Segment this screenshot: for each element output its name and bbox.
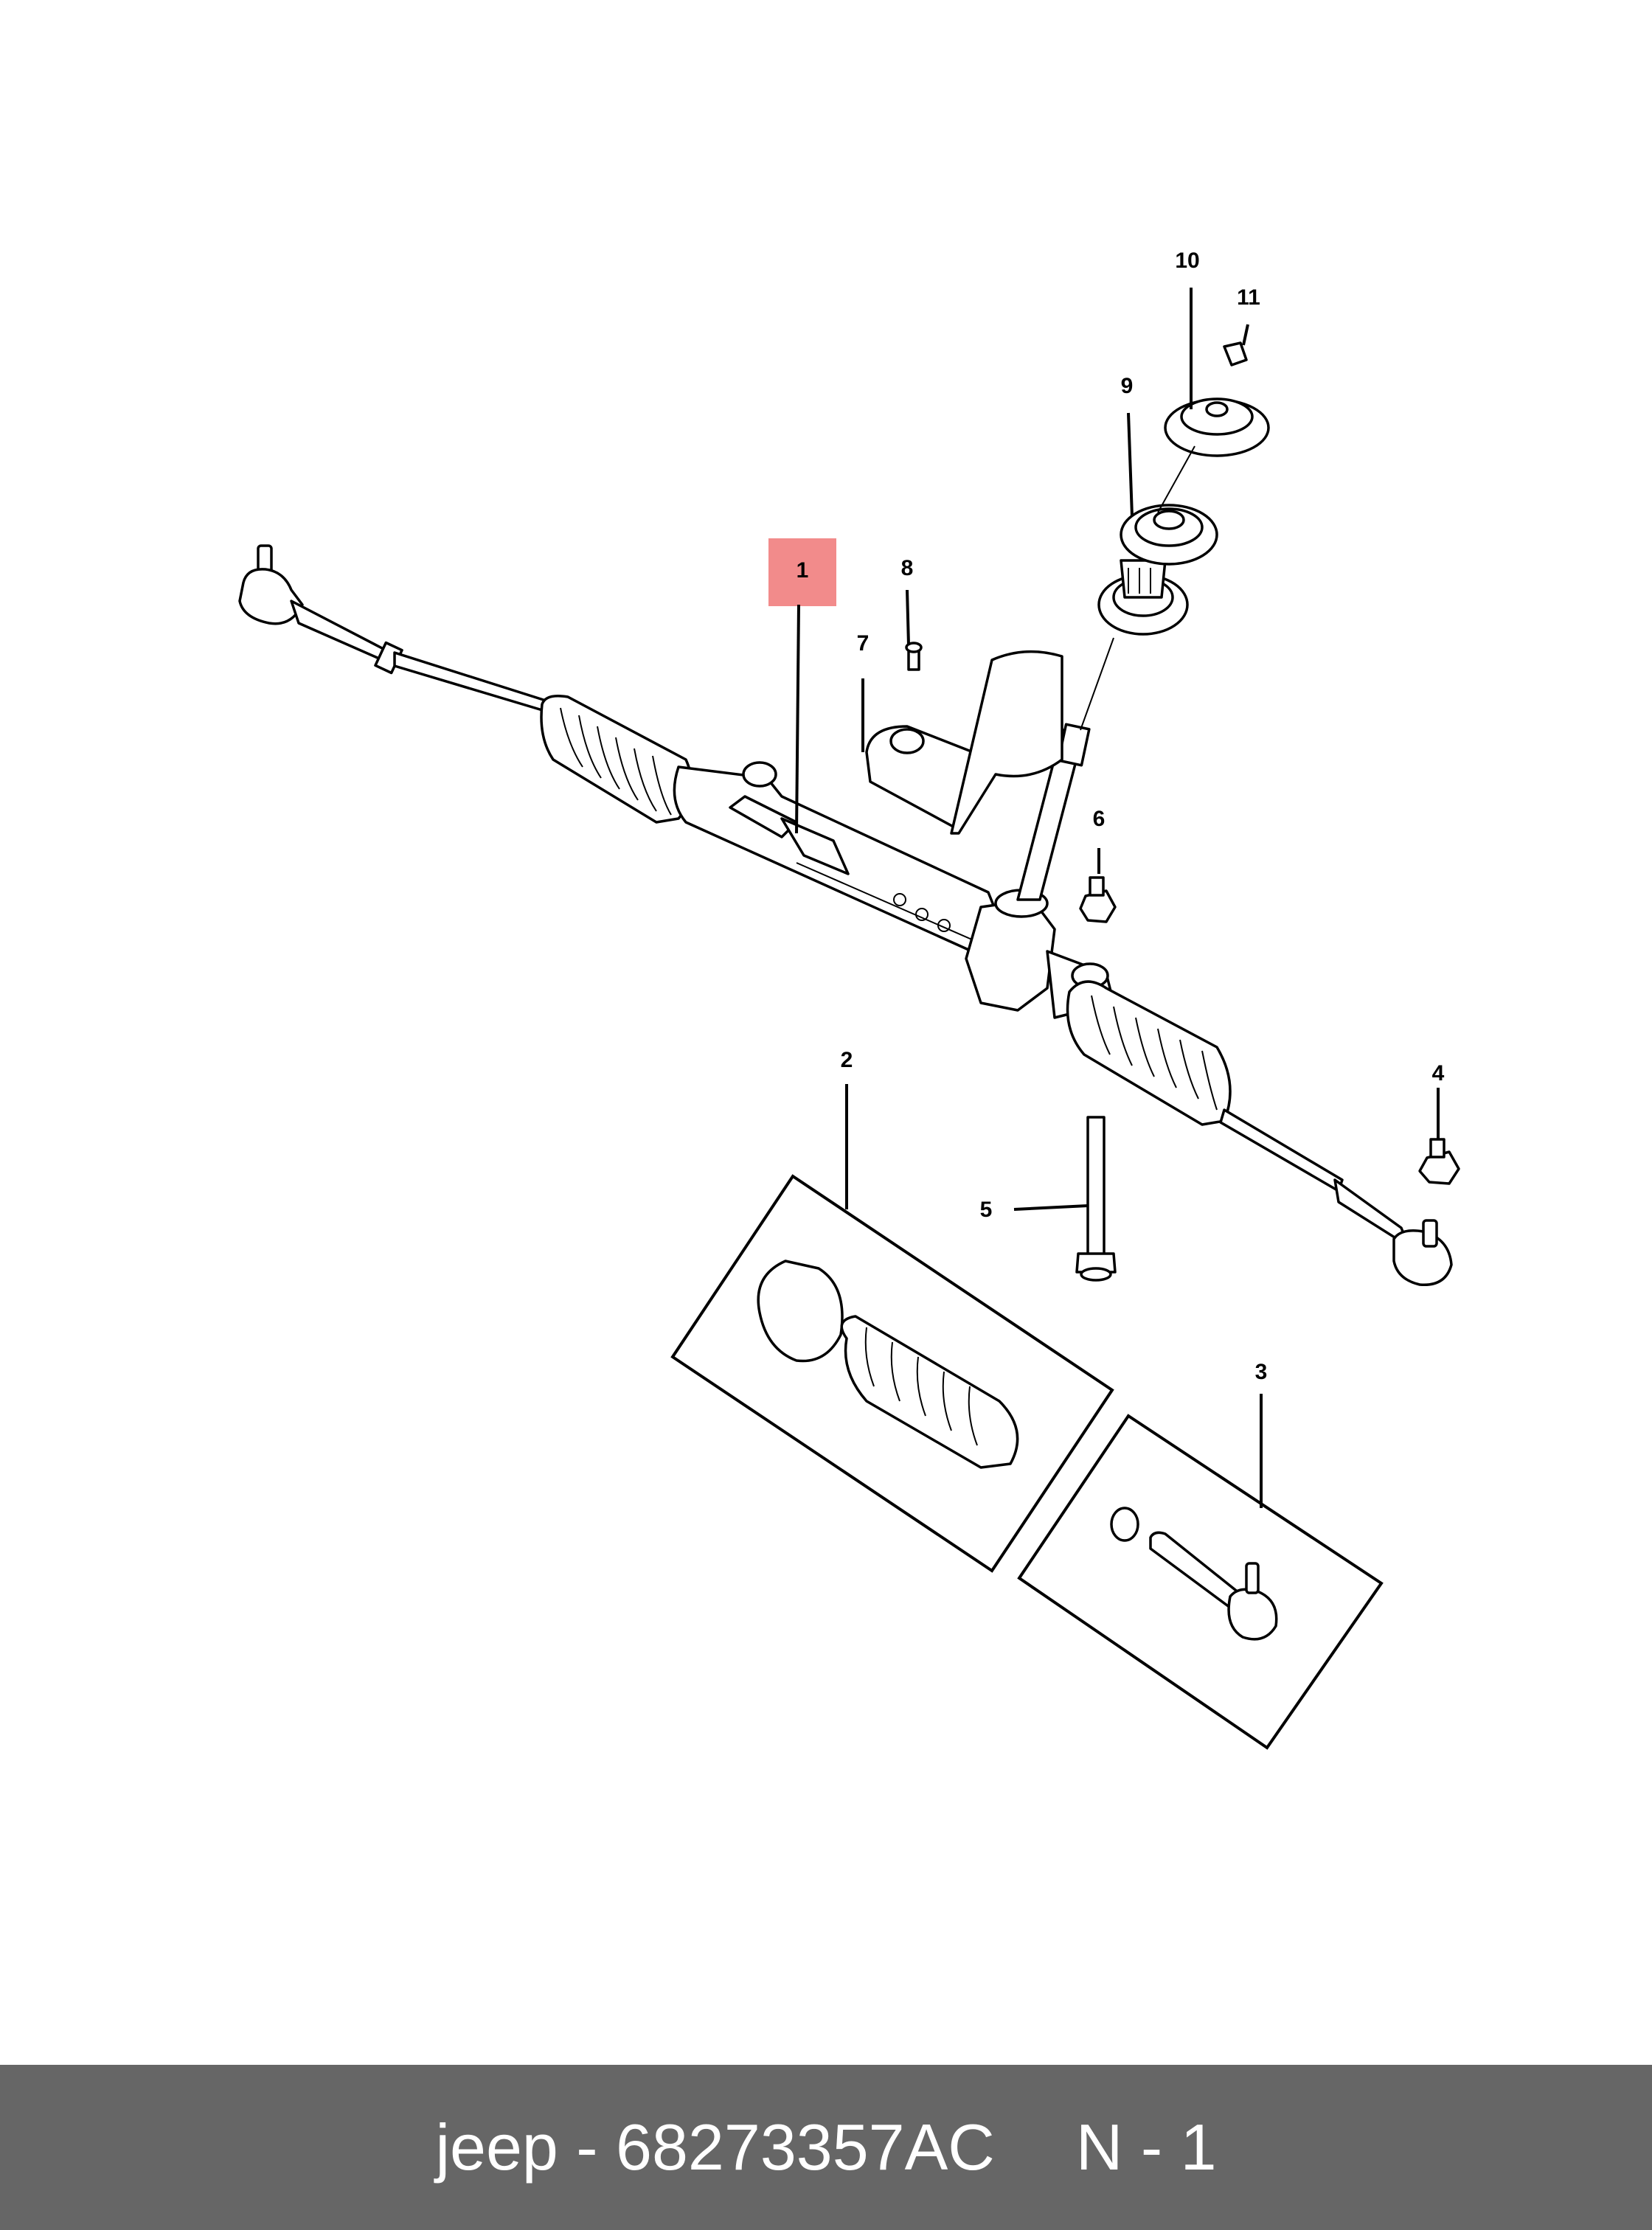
cover xyxy=(1164,397,1270,457)
callout-10: 10 xyxy=(1175,249,1199,273)
rack-housing xyxy=(673,761,1115,1019)
right-tie-rod-end xyxy=(1333,1178,1453,1286)
callout-2: 2 xyxy=(841,1048,853,1072)
tie-rod-end-kit-box xyxy=(1017,1414,1384,1750)
nut-small xyxy=(1223,341,1248,367)
callout-9: 9 xyxy=(1121,374,1134,398)
callout-11: 11 xyxy=(1237,285,1260,310)
right-bellows-boot xyxy=(1066,980,1232,1126)
input-shaft xyxy=(1016,723,1091,901)
left-bellows-boot xyxy=(540,695,693,824)
callout-1: 1 xyxy=(796,558,809,583)
callout-6: 6 xyxy=(1093,807,1106,831)
callout-7: 7 xyxy=(857,631,870,656)
nut-6 xyxy=(1079,876,1117,923)
left-tie-rod-end xyxy=(238,544,403,675)
callout-4: 4 xyxy=(1432,1061,1445,1086)
boot-kit-box xyxy=(670,1174,1114,1573)
seal-assembly xyxy=(1097,559,1189,636)
right-tie-rod xyxy=(1219,1108,1344,1192)
bearing xyxy=(1120,504,1218,566)
diagram-position-text: N - 1 xyxy=(1075,2111,1217,2184)
callout-5: 5 xyxy=(980,1198,993,1222)
leader-lines xyxy=(795,288,1440,1508)
heat-shield xyxy=(865,650,1063,835)
nut-4 xyxy=(1418,1138,1460,1185)
bolt-5 xyxy=(1075,1116,1117,1282)
callout-3: 3 xyxy=(1255,1360,1268,1384)
left-tie-rod xyxy=(393,651,549,713)
screw xyxy=(905,642,923,671)
part-number-text: jeep - 68273357AC xyxy=(435,2111,995,2184)
callout-8: 8 xyxy=(901,556,914,580)
callout-1-highlight xyxy=(768,538,836,606)
footer-bar: jeep - 68273357AC N - 1 xyxy=(0,2065,1652,2230)
steering-rack-diagram: 1 2 3 4 5 6 7 8 9 10 11 xyxy=(238,249,1460,1750)
